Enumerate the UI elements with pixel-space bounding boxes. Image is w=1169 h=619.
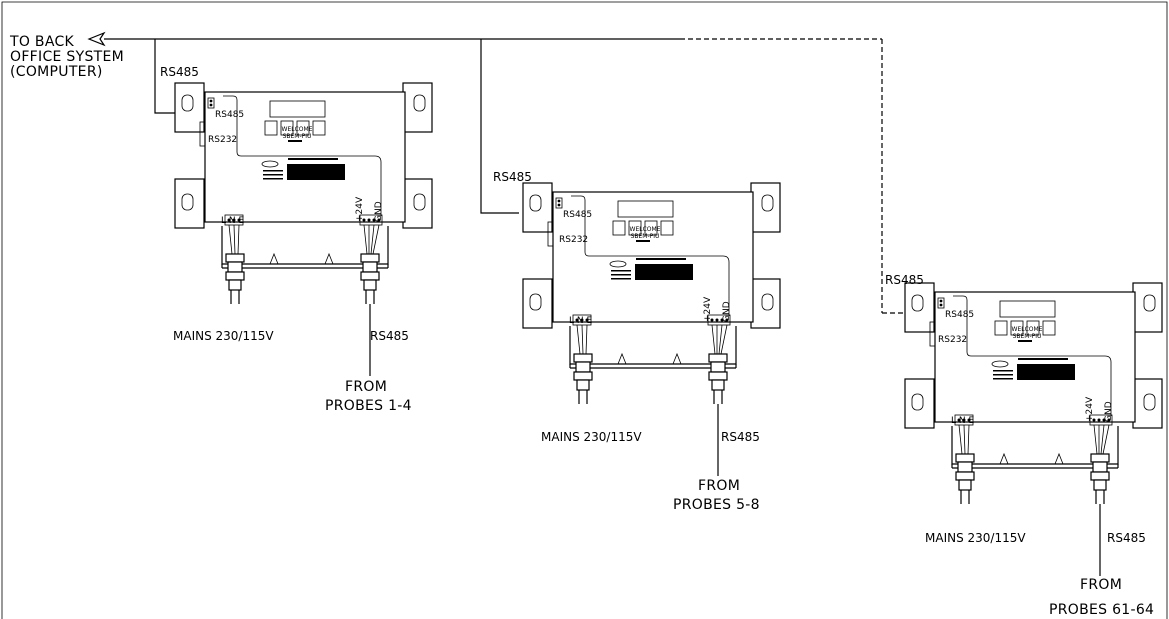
process-unit-2: RS485 RS485 RS232 WELCOME SBEM-PIU L N E… [493, 170, 781, 513]
unit-2-mains-label: MAINS 230/115V [541, 430, 642, 444]
unit-2-from-label: FROM [698, 478, 740, 494]
back-office-line3: (COMPUTER) [10, 64, 103, 80]
unit-2-rs485-out: RS485 [721, 430, 760, 444]
process-unit-1: RS485 RS485 RS232 WELCOME SBEM-PIU L N E… [160, 65, 433, 414]
unit-3-rs485-in: RS485 [885, 273, 924, 287]
bus-drop-unit2 [480, 39, 519, 214]
unit-3-rs485-out: RS485 [1107, 531, 1146, 545]
unit-3-mains-label: MAINS 230/115V [925, 531, 1026, 545]
unit-1-port-rs485: RS485 [215, 110, 244, 120]
unit-3-port-rs485: RS485 [945, 310, 974, 320]
unit-2-screen-line2: SBEM-PIU [631, 233, 660, 240]
back-office-line2: OFFICE SYSTEM [10, 49, 124, 65]
unit-1-screen-line2: SBEM-PIU [283, 133, 312, 140]
unit-2-gnd-label: GND [722, 301, 732, 322]
unit-3-from-label: FROM [1080, 577, 1122, 593]
back-office-label: TO BACK OFFICE SYSTEM (COMPUTER) [9, 34, 124, 80]
unit-2-probes-label: PROBES 5-8 [673, 497, 760, 513]
process-unit-3: RS485 RS485 RS232 WELCOME SBEM-PIU L N E… [885, 273, 1163, 618]
unit-2-power-label: +24V [703, 296, 713, 322]
unit-2-port-rs485: RS485 [563, 210, 592, 220]
unit-2-rs485-in: RS485 [493, 170, 532, 184]
unit-2-lne-label: L N E [569, 316, 592, 326]
unit-2-screen-line1: WELCOME [630, 226, 661, 233]
unit-1-screen-line1: WELCOME [282, 126, 313, 133]
unit-2-port-rs232: RS232 [559, 235, 588, 245]
unit-1-gnd-label: GND [374, 201, 384, 222]
unit-3-port-rs232: RS232 [938, 335, 967, 345]
unit-1-power-label: +24V [355, 196, 365, 222]
unit-3-screen-line1: WELCOME [1012, 326, 1043, 333]
back-office-line1: TO BACK [9, 34, 75, 50]
unit-1-mains-label: MAINS 230/115V [173, 329, 274, 343]
unit-1-rs485-in: RS485 [160, 65, 199, 79]
unit-3-lne-label: L N E [951, 416, 974, 426]
unit-1-lne-label: L N E [221, 216, 244, 226]
unit-1-probes-label: PROBES 1-4 [325, 398, 412, 414]
unit-1-rs485-out: RS485 [370, 329, 409, 343]
unit-3-power-label: +24V [1085, 396, 1095, 422]
unit-3-gnd-label: GND [1104, 401, 1114, 422]
unit-3-screen-line2: SBEM-PIU [1013, 333, 1042, 340]
unit-1-port-rs232: RS232 [208, 135, 237, 145]
bus-arrow-icon [87, 31, 106, 47]
unit-3-probes-label: PROBES 61-64 [1049, 602, 1154, 618]
unit-1-from-label: FROM [345, 379, 387, 395]
